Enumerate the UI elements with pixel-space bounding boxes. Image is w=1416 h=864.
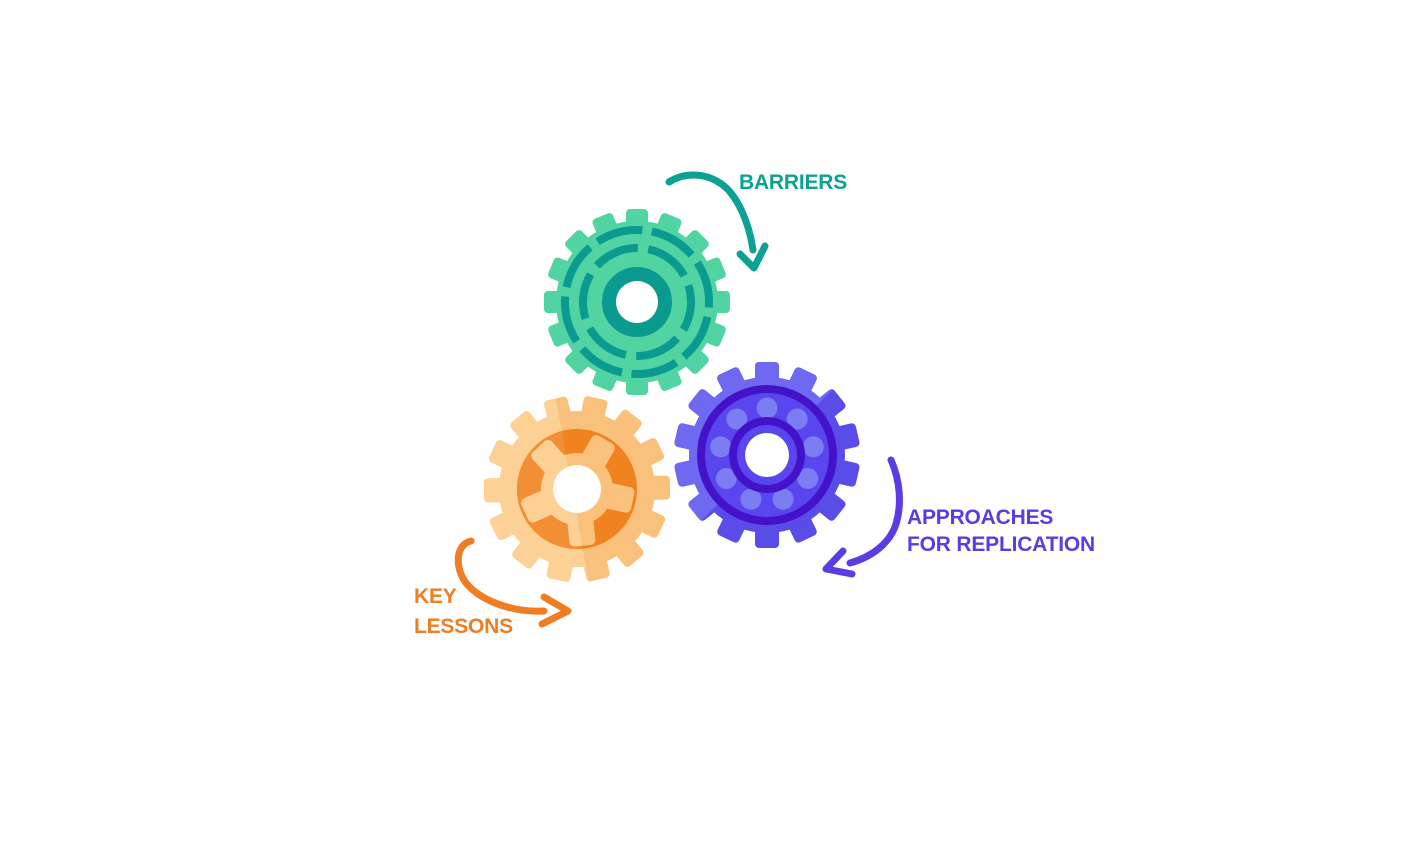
approaches-label-line2: FOR REPLICATION (907, 533, 1095, 556)
approaches-label-line1: APPROACHES (907, 506, 1054, 529)
hub-hole (745, 433, 789, 477)
dot-pattern (710, 397, 824, 510)
barriers-gear-icon (544, 209, 730, 395)
lessons-gear-icon (483, 395, 671, 583)
key-lessons-label-line1: KEY (414, 585, 457, 608)
hub-ring (602, 267, 672, 337)
key-lessons-label-line2: LESSONS (414, 615, 513, 638)
barriers-label: BARRIERS (739, 171, 848, 194)
approaches-label: APPROACHES FOR REPLICATION (907, 504, 1095, 558)
hub-hole (616, 281, 658, 323)
key-lessons-label: KEY LESSONS (414, 582, 513, 642)
hub-hole (553, 465, 601, 513)
replication-gear-icon (673, 362, 861, 548)
